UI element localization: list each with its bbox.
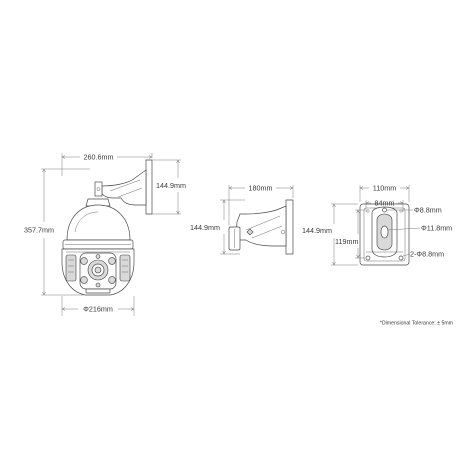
wall-bracket — [94, 159, 153, 215]
side-length-dimension: 180mm — [228, 184, 294, 225]
diameter-label: Φ216mm — [83, 305, 113, 314]
plate-inner-width-label: 84mm — [375, 199, 395, 208]
width-label: 260.6mm — [84, 153, 114, 162]
bracket-height-dimension: 144.9mm — [152, 159, 186, 215]
side-height-dimension: 144.9mm — [190, 199, 245, 255]
plate-inner-height-label: 119mm — [335, 237, 358, 246]
plate-inner-height-dimension: 119mm — [335, 209, 365, 259]
hole-bottom-label: 2-Φ8.8mm — [410, 250, 444, 259]
side-height-label: 144.9mm — [190, 223, 220, 232]
camera-front-view: 260.6mm 357.7mm 144.9mm Φ216m — [24, 153, 186, 316]
mount-plate-view: 110mm 84mm 144.9mm 119mm — [302, 184, 452, 266]
width-dimension: 260.6mm — [61, 153, 153, 176]
side-bracket — [228, 199, 294, 255]
bracket-side-view: 180mm 144.9mm — [190, 184, 294, 255]
diameter-dimension: Φ216mm — [61, 296, 135, 316]
plate-height-label: 144.9mm — [302, 226, 332, 235]
height-label: 357.7mm — [24, 226, 54, 235]
plate-width-dimension: 110mm — [359, 184, 410, 202]
camera-head — [61, 248, 135, 296]
tolerance-note: *Dimensional Tolerance: ± 5mm — [380, 321, 453, 327]
bracket-height-label: 144.9mm — [156, 181, 186, 190]
plate-width-label: 110mm — [373, 184, 396, 193]
camera-housing — [62, 198, 134, 250]
hole-center-label: Φ11.8mm — [421, 224, 452, 233]
mount-plate — [359, 203, 410, 266]
hole-top-label: Φ8.8mm — [414, 206, 442, 215]
plate-inner-width-dimension: 84mm — [365, 199, 404, 212]
side-length-label: 180mm — [249, 184, 273, 193]
hole-callouts: Φ8.8mm Φ11.8mm 2-Φ8.8mm — [387, 206, 452, 259]
plate-height-dimension: 144.9mm — [302, 203, 358, 266]
height-dimension: 357.7mm — [24, 168, 90, 296]
